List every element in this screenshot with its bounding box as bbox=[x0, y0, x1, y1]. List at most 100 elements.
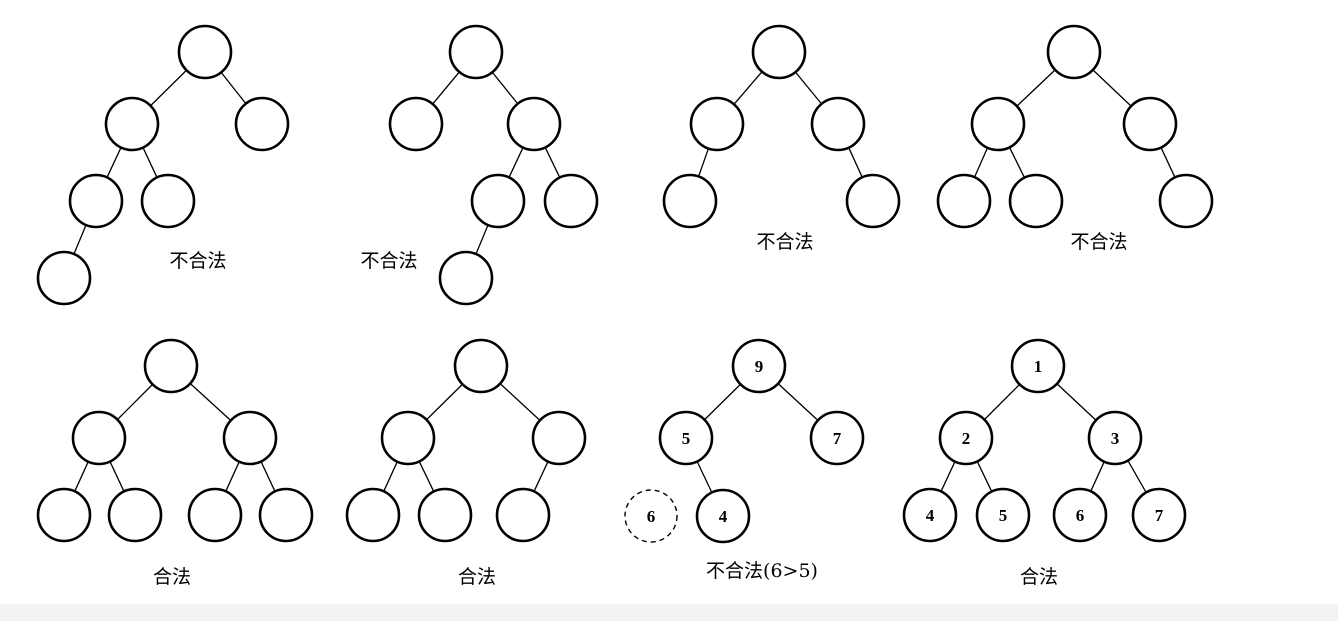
tree-edge bbox=[109, 461, 125, 492]
tree-node bbox=[695, 488, 751, 544]
tree-edge bbox=[848, 147, 863, 178]
bottom-strip bbox=[0, 604, 1338, 621]
tree-edge bbox=[1056, 383, 1097, 421]
tree-edge bbox=[973, 147, 989, 178]
tree-node bbox=[187, 487, 243, 543]
tree-0: 不合法 bbox=[36, 24, 290, 306]
tree-caption: 不合法 bbox=[1070, 231, 1127, 253]
tree-edge bbox=[704, 383, 741, 421]
tree-edge bbox=[976, 461, 993, 492]
tree-edge bbox=[1092, 69, 1132, 107]
tree-node bbox=[1122, 96, 1178, 152]
tree-edge bbox=[116, 383, 154, 421]
tree-3: 不合法 bbox=[936, 24, 1214, 253]
node-value-label: 6 bbox=[647, 507, 656, 526]
tree-caption: 合法 bbox=[1020, 566, 1058, 588]
tree-edge bbox=[499, 383, 541, 421]
tree-edge bbox=[418, 461, 435, 492]
tree-node bbox=[689, 96, 745, 152]
tree-node bbox=[234, 96, 290, 152]
tree-node bbox=[380, 410, 436, 466]
tree-edge bbox=[696, 461, 713, 493]
tree-edge bbox=[697, 148, 710, 177]
tree-edge bbox=[225, 461, 240, 492]
tree-node bbox=[470, 173, 526, 229]
node-value-label: 9 bbox=[755, 357, 764, 376]
tree-node bbox=[845, 173, 901, 229]
tree-1: 不合法 bbox=[360, 24, 599, 306]
tree-caption: 不合法 bbox=[360, 250, 417, 272]
tree-edge bbox=[544, 147, 561, 178]
node-value-label: 5 bbox=[682, 429, 691, 448]
tree-edge bbox=[1008, 147, 1026, 178]
tree-edge bbox=[491, 71, 519, 105]
tree-node bbox=[177, 24, 233, 80]
tree-node bbox=[902, 487, 958, 543]
tree-edge bbox=[142, 147, 158, 178]
tree-node bbox=[107, 487, 163, 543]
tree-node bbox=[36, 487, 92, 543]
tree-caption: 不合法(6>5) bbox=[706, 560, 818, 582]
tree-node bbox=[1052, 487, 1108, 543]
tree-node bbox=[1046, 24, 1102, 80]
tree-node bbox=[1010, 338, 1066, 394]
tree-node bbox=[662, 173, 718, 229]
tree-node bbox=[810, 96, 866, 152]
tree-caption: 不合法 bbox=[169, 250, 226, 272]
tree-edge bbox=[220, 71, 247, 105]
node-value-label: 4 bbox=[926, 506, 935, 525]
node-value-label: 7 bbox=[833, 429, 842, 448]
tree-node bbox=[417, 487, 473, 543]
tree-node bbox=[1087, 410, 1143, 466]
node-value-label: 6 bbox=[1076, 506, 1085, 525]
tree-node bbox=[658, 410, 714, 466]
tree-node bbox=[36, 250, 92, 306]
tree-edge bbox=[150, 69, 187, 107]
tree-node bbox=[453, 338, 509, 394]
tree-edge bbox=[426, 383, 463, 421]
tree-caption: 不合法 bbox=[756, 231, 813, 253]
tree-node bbox=[1131, 487, 1187, 543]
tree-edge bbox=[1090, 461, 1105, 492]
tree-node bbox=[140, 173, 196, 229]
tree-edge bbox=[73, 224, 87, 255]
tree-node bbox=[104, 96, 160, 152]
tree-edge bbox=[733, 71, 763, 105]
tree-node bbox=[970, 96, 1026, 152]
tree-edge bbox=[533, 461, 549, 492]
node-value-label: 7 bbox=[1155, 506, 1164, 525]
tree-edge bbox=[1160, 147, 1176, 178]
tree-edge bbox=[74, 461, 89, 492]
tree-caption: 合法 bbox=[153, 566, 191, 588]
tree-node bbox=[531, 410, 587, 466]
tree-node bbox=[936, 173, 992, 229]
tree-node bbox=[938, 410, 994, 466]
tree-edge bbox=[1127, 460, 1147, 493]
tree-node bbox=[543, 173, 599, 229]
tree-node bbox=[751, 24, 807, 80]
tree-edge bbox=[794, 71, 823, 105]
tree-edge bbox=[1016, 69, 1056, 107]
tree-node bbox=[345, 487, 401, 543]
tree-node bbox=[506, 96, 562, 152]
tree-edge bbox=[940, 461, 956, 492]
tree-5: 合法 bbox=[345, 338, 587, 588]
tree-node bbox=[809, 410, 865, 466]
tree-node bbox=[258, 487, 314, 543]
tree-node bbox=[1158, 173, 1214, 229]
tree-2: 不合法 bbox=[662, 24, 901, 253]
tree-node bbox=[68, 173, 124, 229]
tree-edge bbox=[106, 147, 122, 178]
tree-edge bbox=[260, 461, 276, 492]
tree-node bbox=[1008, 173, 1064, 229]
tree-caption: 合法 bbox=[458, 566, 496, 588]
tree-node bbox=[495, 487, 551, 543]
node-value-label: 5 bbox=[999, 506, 1008, 525]
tree-node bbox=[438, 250, 494, 306]
node-value-label: 2 bbox=[962, 429, 971, 448]
tree-edge bbox=[383, 461, 398, 492]
tree-edge bbox=[777, 383, 819, 421]
